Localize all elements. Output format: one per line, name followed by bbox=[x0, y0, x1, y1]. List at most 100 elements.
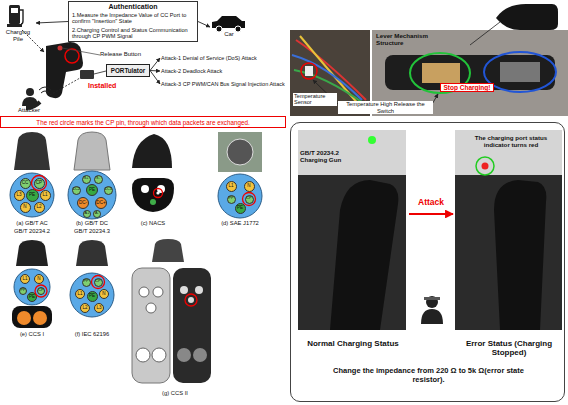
plug-photo bbox=[496, 4, 558, 30]
dashed-link bbox=[50, 78, 80, 95]
plug-handle bbox=[46, 42, 83, 98]
pin-label: L1 bbox=[226, 181, 237, 192]
attacker-body bbox=[421, 309, 443, 324]
plug-photo-face bbox=[227, 139, 253, 165]
text-label: Lever Mechanism Structure bbox=[376, 32, 438, 46]
pin-label: CP bbox=[245, 195, 254, 204]
pin-label: N bbox=[34, 274, 44, 284]
pin-dot bbox=[188, 297, 194, 303]
leader-line bbox=[62, 48, 100, 55]
icon-node: Car bbox=[210, 14, 248, 40]
note-box: The red circle marks the CP pin, through… bbox=[0, 116, 286, 128]
pin-label: L2 bbox=[34, 202, 45, 213]
plug-photo bbox=[152, 239, 184, 262]
pin-dot bbox=[195, 286, 203, 294]
pin-label: L2 bbox=[80, 303, 90, 313]
panel-box: Change the impedance from 220 Ω to 5k Ω(… bbox=[290, 122, 565, 402]
pin-label: CC1 bbox=[104, 186, 113, 195]
teardown-photos bbox=[290, 4, 568, 116]
plug-photo bbox=[132, 134, 172, 168]
node-text: Normal Charging Status bbox=[297, 339, 409, 348]
wire bbox=[296, 40, 366, 100]
wire bbox=[294, 70, 366, 105]
pin-label: L3 bbox=[94, 303, 104, 313]
pin-label: L1 bbox=[20, 274, 30, 284]
node-text: The charging port status indicator turns… bbox=[463, 134, 559, 148]
pin-label: CP bbox=[94, 278, 103, 287]
pin-dot bbox=[139, 287, 149, 297]
photo-background bbox=[298, 130, 406, 330]
photo-panel: GB/T 20234.2 Charging GunNormal Charging… bbox=[297, 129, 409, 299]
pin-label: PE bbox=[87, 291, 98, 302]
node-text: Car bbox=[210, 31, 248, 38]
pin-dot bbox=[146, 303, 156, 313]
connector-arrow bbox=[198, 22, 210, 28]
pin-label: PP bbox=[19, 287, 27, 295]
pin-label: A+ bbox=[83, 210, 91, 218]
node-text: GB/T 20234.2 Charging Gun bbox=[300, 149, 364, 163]
attacker-icon bbox=[22, 78, 80, 106]
wifi-symbol bbox=[39, 87, 51, 93]
node-text: Authentication bbox=[69, 3, 197, 11]
attack-item: Attack-1 Denial of Service (DoS) Attack bbox=[160, 53, 286, 63]
node-text: 1.Measure the Impedance Value of CC Port… bbox=[72, 12, 196, 25]
status-led bbox=[482, 163, 489, 170]
pin-label: DC- bbox=[77, 197, 89, 209]
node-text: Attack-2 Deadlock Attack bbox=[161, 68, 222, 74]
charging-pile-icon bbox=[7, 5, 23, 27]
pin-dot bbox=[193, 348, 207, 362]
text-label: Release Button bbox=[100, 51, 141, 58]
pin-dot bbox=[177, 348, 191, 362]
photo-background bbox=[455, 130, 562, 175]
connector-face bbox=[70, 273, 114, 317]
connector-images bbox=[10, 132, 262, 383]
temperature-sensor bbox=[305, 66, 313, 76]
node-text: 2.Charging Control and Status Communicat… bbox=[72, 27, 196, 40]
device-box: PORTulator bbox=[106, 64, 150, 77]
text-label: Temperature High Release the Switch bbox=[338, 101, 433, 114]
pin-label: A- bbox=[93, 210, 101, 218]
plug-photo bbox=[218, 132, 262, 172]
pin-dot bbox=[180, 286, 188, 294]
charging-gun bbox=[494, 180, 546, 330]
node-text: PORTulator bbox=[107, 67, 149, 74]
connector-arrow bbox=[150, 70, 160, 72]
leader-line bbox=[470, 22, 500, 45]
plug-photo bbox=[16, 240, 48, 266]
attacker-glasses bbox=[424, 297, 440, 300]
connector-arrow bbox=[150, 58, 160, 71]
cp-pin-ring bbox=[154, 189, 163, 198]
photo-background bbox=[298, 130, 406, 175]
leader-line bbox=[94, 71, 106, 74]
pile-base bbox=[7, 24, 22, 27]
pin-dot bbox=[141, 185, 149, 193]
highlight-circle bbox=[301, 63, 317, 79]
car-wheel bbox=[216, 26, 222, 32]
process-box: Authentication1.Measure the Impedance Va… bbox=[68, 1, 198, 42]
pin-label: CC bbox=[20, 178, 31, 189]
connector-face bbox=[132, 268, 170, 383]
cp-pin-ring bbox=[185, 294, 197, 306]
pin-label: PE bbox=[26, 189, 39, 202]
text-label: (b) GB/T DC bbox=[62, 220, 122, 227]
node-text: Attack-1 Denial of Service (DoS) Attack bbox=[161, 55, 257, 61]
cp-pin-ring bbox=[243, 193, 256, 206]
cp-pin-ring bbox=[92, 276, 105, 289]
pin-label: PE bbox=[235, 203, 246, 214]
pin-label: CP bbox=[34, 178, 45, 189]
pin-dot bbox=[150, 199, 156, 205]
text-label: Installed bbox=[88, 82, 116, 90]
pile-hose bbox=[20, 10, 23, 24]
switch-part bbox=[422, 63, 460, 83]
car-icon bbox=[212, 16, 245, 32]
car-wheel bbox=[235, 26, 241, 32]
pin-label: N bbox=[244, 181, 255, 192]
portulator-device bbox=[80, 70, 94, 79]
text-label: (a) GB/T AC bbox=[2, 220, 62, 227]
text-label: GB/T 20234.3 bbox=[62, 228, 122, 235]
pin-label: DC+ bbox=[95, 197, 107, 209]
attack-item: Attack-3 CP PWM/CAN Bus Signal Injection… bbox=[160, 79, 286, 89]
pin-dot bbox=[136, 348, 150, 362]
text-label: Attacker bbox=[18, 107, 40, 114]
